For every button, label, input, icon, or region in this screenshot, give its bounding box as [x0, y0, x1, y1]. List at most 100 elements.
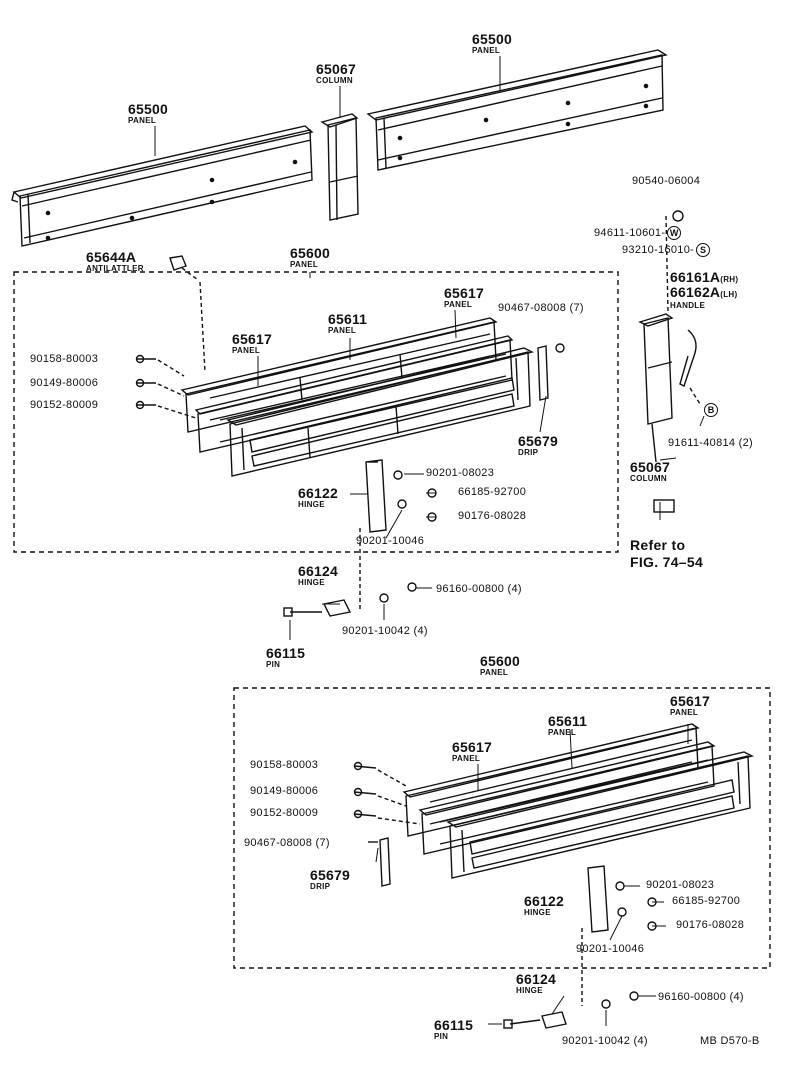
- part-name: PANEL: [290, 260, 319, 269]
- label-65500-left: 65500 PANEL: [128, 102, 168, 125]
- part-number: 66124: [298, 563, 338, 579]
- lower-rear-panels-drawing: [402, 723, 716, 855]
- label-66185-lower: 66185-92700: [672, 895, 741, 907]
- label-66162a: 66162A(LH) HANDLE: [670, 285, 737, 310]
- part-number: 65500: [128, 101, 168, 117]
- refer-line1: Refer to: [630, 537, 686, 553]
- label-93210: 93210-16010-S: [622, 243, 711, 257]
- label-90201-08023-upper: 90201-08023: [426, 467, 495, 479]
- leader-lines: [154, 56, 705, 1026]
- label-90467-upper: 90467-08008 (7): [498, 302, 584, 314]
- part-number: 66115: [266, 645, 306, 661]
- part-number: 65600: [480, 653, 520, 669]
- part-number: 65617: [444, 285, 484, 301]
- label-65617-lower-right: 65617 PANEL: [670, 694, 710, 717]
- upper-bolts-drawing: [135, 343, 565, 610]
- label-66122-upper: 66122 HINGE: [298, 486, 338, 509]
- label-90158-lower: 90158-80003: [250, 759, 319, 771]
- part-number: 66124: [516, 971, 556, 987]
- label-66122-lower: 66122 HINGE: [524, 894, 564, 917]
- part-suffix: (RH): [720, 275, 739, 284]
- part-name: PANEL: [472, 46, 501, 55]
- lower-assembly-box: [233, 687, 771, 969]
- label-66185-upper: 66185-92700: [458, 486, 527, 498]
- marker-s: S: [696, 243, 711, 257]
- label-90540: 90540-06004: [632, 175, 701, 187]
- upper-rear-panels-drawing: [180, 317, 514, 453]
- label-66115-lower: 66115 PIN: [434, 1018, 473, 1041]
- lower-bolts-drawing: [353, 761, 657, 1006]
- part-name: HANDLE: [670, 301, 706, 310]
- label-90176-lower: 90176-08028: [676, 919, 745, 931]
- part-name: HINGE: [298, 500, 325, 509]
- part-name: PIN: [266, 660, 281, 669]
- label-65611-lower: 65611 PANEL: [548, 714, 587, 737]
- part-name: PANEL: [480, 668, 509, 677]
- side-panel-right-drawing: [366, 49, 668, 171]
- marker-b: B: [704, 402, 718, 417]
- part-name: PANEL: [548, 728, 577, 737]
- part-name: PIN: [434, 1032, 449, 1041]
- part-name: DRIP: [518, 448, 539, 457]
- label-65617-lower-left: 65617 PANEL: [452, 740, 492, 763]
- part-number: 65500: [472, 31, 512, 47]
- label-65611-upper: 65611 PANEL: [328, 312, 367, 335]
- label-66115-upper: 66115 PIN: [266, 646, 305, 669]
- label-66124-lower: 66124 HINGE: [516, 972, 556, 995]
- label-96160-upper: 96160-00800 (4): [436, 583, 522, 595]
- part-name: PANEL: [128, 116, 157, 125]
- part-name: PANEL: [670, 708, 699, 717]
- diagram-code: MB D570-B: [700, 1035, 760, 1047]
- label-91611: 91611-40814 (2): [668, 437, 754, 449]
- label-96160-lower: 96160-00800 (4): [658, 991, 744, 1003]
- label-90201-10046-lower: 90201-10046: [576, 943, 645, 955]
- part-number: 66122: [524, 893, 564, 909]
- part-number: 65679: [518, 433, 558, 449]
- refer-note: Refer to FIG. 74–54: [630, 538, 703, 569]
- label-90467-lower: 90467-08008 (7): [244, 837, 330, 849]
- part-number: 65611: [548, 713, 588, 729]
- part-name: HINGE: [524, 908, 551, 917]
- label-90201-10046-upper: 90201-10046: [356, 535, 425, 547]
- part-name: COLUMN: [316, 76, 353, 85]
- label-90152-upper: 90152-80009: [30, 399, 99, 411]
- part-number: 65067: [630, 459, 670, 475]
- part-name: HINGE: [516, 986, 543, 995]
- label-94611: 94611-10601-W: [594, 226, 682, 240]
- marker-b-wrap: B: [702, 402, 718, 418]
- part-name: ANTILATTLER: [86, 264, 144, 273]
- label-90176-upper: 90176-08028: [458, 510, 527, 522]
- label-65679-lower: 65679 DRIP: [310, 868, 350, 891]
- label-90201-10042-lower: 90201-10042 (4): [562, 1035, 648, 1047]
- label-65067-top: 65067 COLUMN: [316, 62, 356, 85]
- part-name: DRIP: [310, 882, 331, 891]
- part-code: 93210-16010-: [622, 243, 695, 256]
- column-top-drawing: [320, 113, 359, 221]
- part-code: 94611-10601-: [594, 226, 666, 239]
- label-90149-lower: 90149-80006: [250, 785, 319, 797]
- label-90152-lower: 90152-80009: [250, 807, 319, 819]
- label-65600-upper: 65600 PANEL: [290, 246, 330, 269]
- label-90149-upper: 90149-80006: [30, 377, 99, 389]
- part-number: 65644A: [86, 249, 137, 265]
- part-number: 65617: [670, 693, 710, 709]
- part-number: 65611: [328, 311, 368, 327]
- upper-assembly-box: [13, 271, 619, 553]
- part-number: 66162A: [670, 284, 721, 300]
- antilattler-drawing: [169, 255, 206, 373]
- label-66124-upper: 66124 HINGE: [298, 564, 338, 587]
- part-number: 66115: [434, 1017, 474, 1033]
- part-name: HINGE: [298, 578, 325, 587]
- label-65617-upper-right: 65617 PANEL: [444, 286, 484, 309]
- label-65500-right: 65500 PANEL: [472, 32, 512, 55]
- column-right-drawing: [638, 210, 701, 513]
- part-number: 65600: [290, 245, 330, 261]
- refer-line2: FIG. 74–54: [630, 554, 704, 570]
- part-number: 65617: [452, 739, 492, 755]
- label-65679-upper: 65679 DRIP: [518, 434, 558, 457]
- part-name: PANEL: [452, 754, 481, 763]
- label-65644a: 65644A ANTILATTLER: [86, 250, 144, 273]
- part-suffix: (LH): [720, 290, 738, 299]
- label-90201-10042-upper: 90201-10042 (4): [342, 625, 428, 637]
